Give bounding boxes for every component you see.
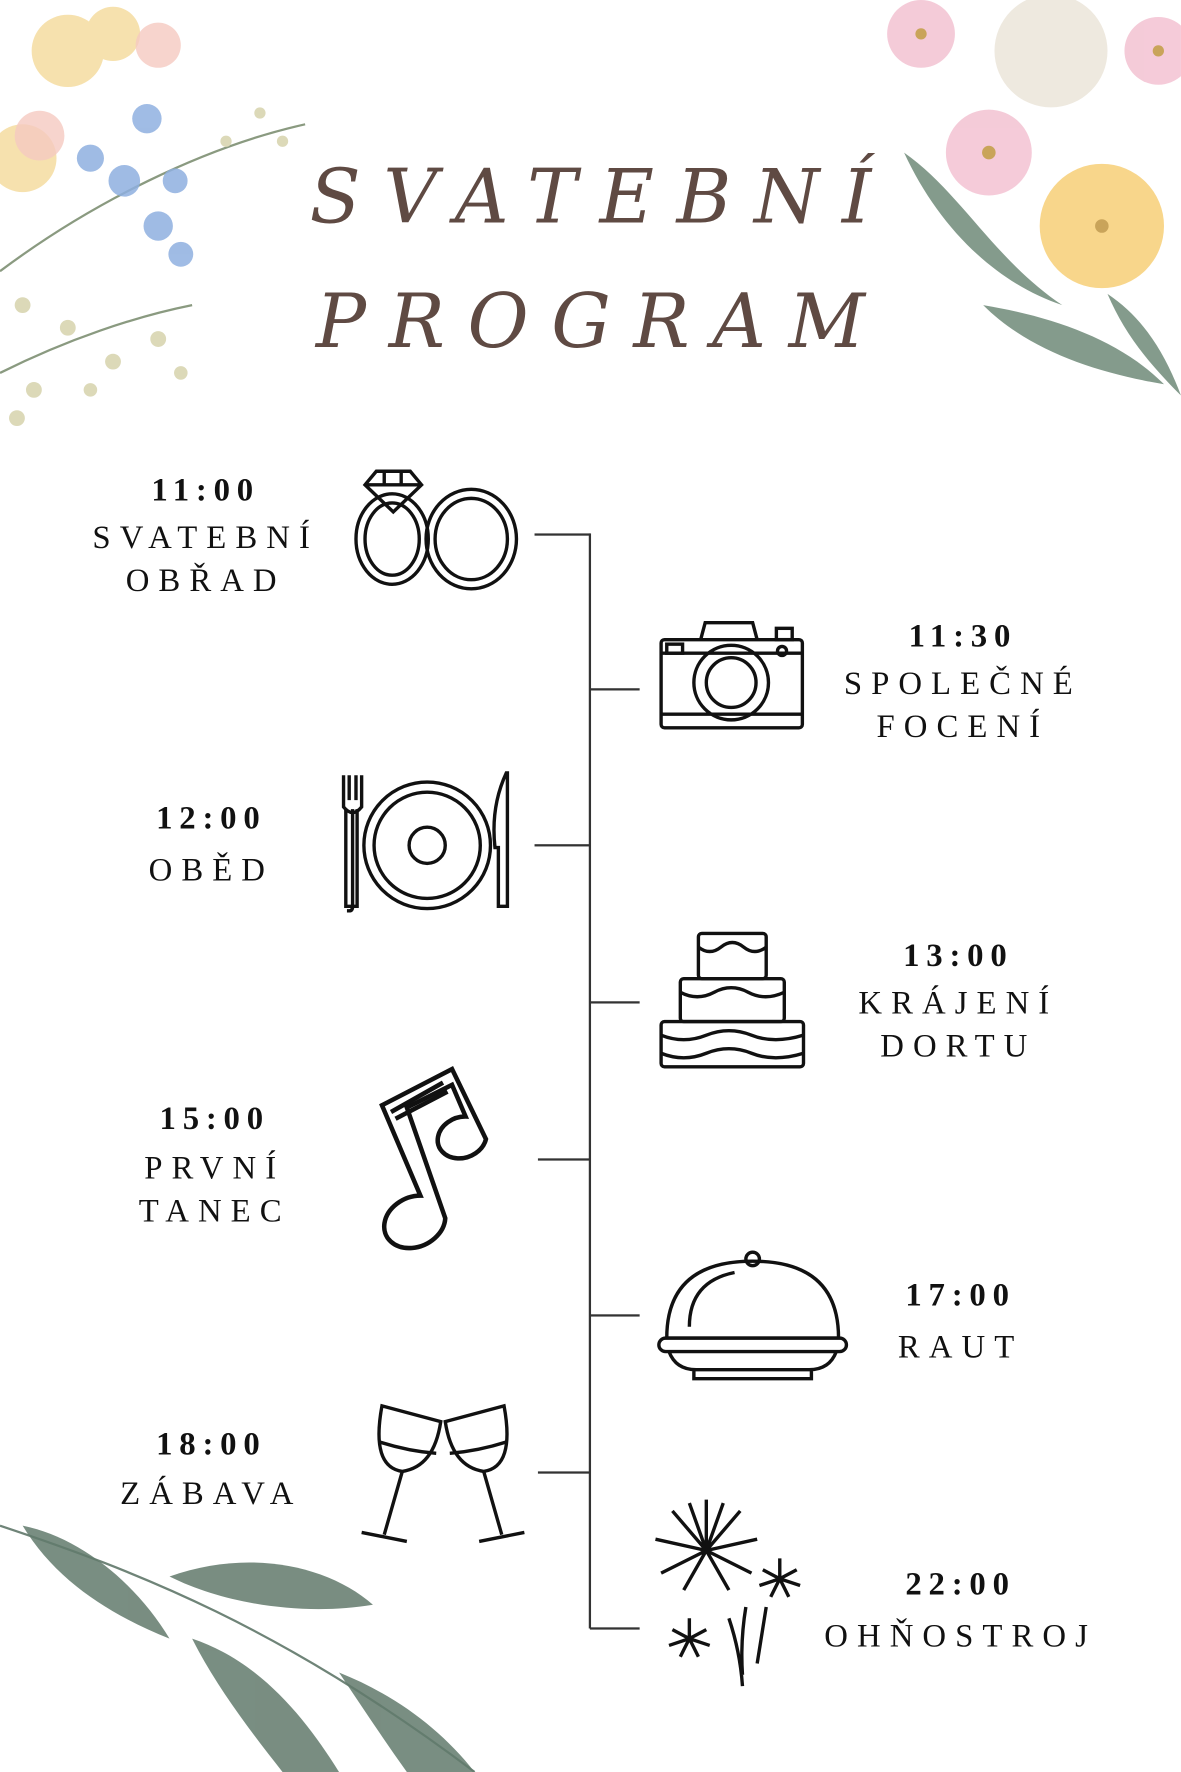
event-time: 11:00 <box>151 472 260 509</box>
fireworks-icon <box>655 1499 801 1687</box>
event-label: OBĚD <box>148 852 275 889</box>
event-label: FOCENÍ <box>876 708 1050 745</box>
timeline-connector <box>589 1627 640 1630</box>
event-label: TANEC <box>138 1193 291 1230</box>
event-cake: 13:00 KRÁJENÍ DORTU <box>811 940 1105 1068</box>
event-lunch: 12:00 OBĚD <box>64 802 358 891</box>
rings-icon <box>354 469 519 591</box>
floral-decoration-top-right <box>887 0 1181 396</box>
timeline-connector <box>537 1471 590 1474</box>
timeline-line <box>588 533 592 1629</box>
title-line-1: SVATEBNÍ <box>309 153 894 241</box>
event-time: 13:00 <box>903 937 1014 975</box>
plate-cutlery-icon <box>341 771 510 913</box>
event-time: 17:00 <box>905 1277 1016 1314</box>
event-time: 18:00 <box>156 1426 267 1463</box>
event-photos: 11:30 SPOLEČNÉ FOCENÍ <box>816 620 1110 748</box>
timeline-connector <box>534 533 590 536</box>
event-buffet: 17:00 RAUT <box>814 1279 1108 1368</box>
event-label: SVATEBNÍ <box>92 519 319 557</box>
floral-decoration-top-left <box>0 6 306 427</box>
timeline-connector <box>589 1314 640 1317</box>
timeline-connector <box>589 688 640 691</box>
event-label: OHŇOSTROJ <box>824 1618 1097 1655</box>
music-note-icon <box>379 1066 489 1251</box>
wine-glasses-icon <box>361 1403 525 1544</box>
title-line-2: PROGRAM <box>315 278 888 366</box>
leaf-decoration-bottom-left <box>0 1524 476 1772</box>
event-label: PRVNÍ <box>144 1150 286 1187</box>
cloche-icon <box>657 1250 849 1381</box>
event-time: 11:30 <box>908 618 1018 655</box>
event-fireworks: 22:00 OHŇOSTROJ <box>814 1566 1108 1658</box>
event-label: KRÁJENÍ <box>858 985 1059 1022</box>
event-label: DORTU <box>880 1028 1037 1065</box>
event-label: RAUT <box>897 1328 1024 1366</box>
event-ceremony: 11:00 SVATEBNÍ OBŘAD <box>59 472 353 603</box>
event-time: 12:00 <box>156 800 267 837</box>
event-first-dance: 15:00 PRVNÍ TANEC <box>68 1100 362 1233</box>
camera-icon <box>659 620 805 730</box>
event-label: SPOLEČNÉ <box>843 665 1082 702</box>
timeline-connector <box>537 1158 590 1161</box>
event-party: 18:00 ZÁBAVA <box>64 1428 358 1515</box>
cake-icon <box>659 931 806 1069</box>
event-label: ZÁBAVA <box>120 1475 303 1513</box>
timeline-connector <box>589 1001 640 1004</box>
event-time: 22:00 <box>905 1566 1016 1603</box>
event-time: 15:00 <box>159 1100 270 1137</box>
event-label: OBŘAD <box>125 562 286 599</box>
timeline-connector <box>534 844 590 847</box>
